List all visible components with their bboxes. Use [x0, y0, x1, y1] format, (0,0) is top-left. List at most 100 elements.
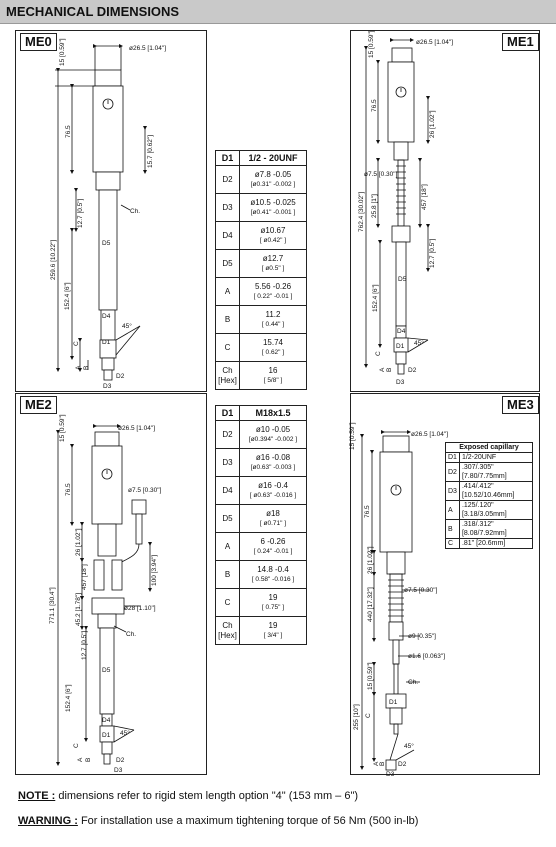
t1-val-imp: [ 5/8" ] — [263, 376, 283, 384]
t3-key: B — [445, 519, 460, 539]
me2-d5: D5 — [102, 667, 111, 674]
me3-dim-255: 255 [10"] — [353, 704, 360, 730]
me1-a: A — [379, 367, 386, 372]
me0-c: C — [73, 341, 80, 346]
me3-dim-765: 76.5 — [364, 505, 371, 518]
me1-d5: D5 — [398, 276, 407, 283]
t2-val-imp: [ 3/4" ] — [263, 631, 283, 639]
me1-dim-765: 76.5 — [371, 99, 378, 112]
warning: WARNING : For installation use a maximum… — [18, 815, 418, 827]
me1-drawing — [364, 38, 430, 375]
t3-key: D3 — [445, 481, 460, 501]
me1-dim-1524: 152.4 [6"] — [372, 284, 379, 312]
label-me1: ME1 — [502, 33, 539, 51]
t2-val-imp: [ ø0.63" -0.016 ] — [249, 491, 297, 499]
me2-b: B — [85, 758, 92, 762]
panel-me0 — [15, 30, 207, 392]
t1-key: B — [215, 305, 240, 334]
me1-d4: D4 — [397, 328, 406, 335]
t2-val: ø10 -0.05 — [255, 424, 291, 434]
section-title: MECHANICAL DIMENSIONS — [6, 4, 180, 19]
me0-d1: D1 — [102, 339, 111, 346]
t3-title: Exposed capillary — [445, 442, 533, 453]
panel-me3 — [350, 393, 540, 775]
t1-val: 15.74 — [262, 337, 284, 347]
t2-key: Ch [Hex] — [215, 616, 240, 645]
me3-c: C — [365, 713, 372, 718]
me2-dim-100: 100 [3.94"] — [151, 555, 158, 586]
me2-ch: Ch. — [126, 631, 136, 638]
me1-d1: D1 — [396, 343, 405, 350]
me3-d75: ø7.5 [0.30"] — [404, 587, 438, 594]
me0-dim-2596: 259.6 [10.22"] — [50, 240, 57, 280]
me2-d1: D1 — [102, 732, 111, 739]
me2-d2: D2 — [116, 757, 125, 764]
me3-dim-15b: 15 [0.59"] — [367, 662, 374, 690]
me1-dim-26: 26 [1.02"] — [429, 110, 436, 138]
me0-angle: 45° — [122, 322, 132, 330]
t2-val: 6 -0.26 — [260, 536, 286, 546]
t2-val-imp: [ø0.63" -0.003 ] — [250, 463, 296, 471]
t2-val: 19 — [268, 592, 278, 602]
t3-val: 1/2-20UNF — [458, 452, 534, 463]
me3-dim-26: 26 [1.02"] — [367, 546, 374, 574]
me0-a: A — [75, 365, 82, 370]
t3-val: .81" [20.6mm] — [458, 538, 534, 549]
warning-text: For installation use a maximum tightenin… — [77, 815, 419, 827]
t2-key: D3 — [215, 448, 240, 477]
me1-c: C — [375, 351, 382, 356]
t2-key: B — [215, 560, 240, 589]
t1-val-imp: [ ø0.42" ] — [259, 236, 287, 244]
t3-key: D2 — [445, 462, 460, 482]
warning-label: WARNING : — [18, 815, 78, 827]
t1-key: Ch [Hex] — [215, 361, 240, 390]
t1-val-imp: [ 0.62" ] — [261, 348, 285, 356]
t2-val-imp: [ 0.75" ] — [261, 603, 285, 611]
me1-dim-15: 15 [0.59"] — [368, 30, 375, 58]
t3-val: .318/.312" [8.08/7.92mm] — [458, 519, 534, 539]
me2-dim-771: 771.1 [30.4"] — [49, 587, 56, 624]
me1-d3: D3 — [396, 379, 405, 386]
t2-val: 19 — [268, 620, 278, 630]
t3-val: .414/.412" [10.52/10.46mm] — [458, 481, 534, 501]
t2-key: D5 — [215, 504, 240, 533]
me1-dim-127: 12.7 [0.5"] — [429, 238, 436, 268]
t1-key: D4 — [215, 221, 240, 250]
t3-key: C — [445, 538, 460, 549]
t1-val-imp: [ ø0.5" ] — [261, 264, 285, 272]
t2-key: C — [215, 588, 240, 617]
t2-val: 14.8 -0.4 — [257, 564, 289, 574]
me2-d28: ø28 [1.10"] — [124, 605, 156, 612]
me1-d2: D2 — [408, 367, 417, 374]
me2-dim-452: 45.2 [1.78"] — [75, 593, 82, 626]
me3-d16: ø1.6 [0.063"] — [408, 653, 445, 660]
me0-dim-157: 15.7 [0.62"] — [147, 135, 154, 168]
t2-val-imp: [ø0.394" -0.002 ] — [248, 435, 298, 443]
t1-val: 16 — [268, 365, 278, 375]
me0-b: B — [83, 366, 90, 370]
me3-angle: 45° — [404, 742, 414, 750]
t1-val: 5.56 -0.26 — [254, 281, 292, 291]
me2-d3: D3 — [114, 767, 123, 774]
me2-angle: 45° — [120, 729, 130, 737]
me2-dim-15: 15 [0.59"] — [59, 414, 66, 442]
t1-val: ø12.7 — [262, 253, 284, 263]
t1-head-key: D1 — [215, 150, 240, 166]
t2-val-imp: [ ø0.71" ] — [259, 519, 287, 527]
t1-key: C — [215, 333, 240, 362]
t2-key: D4 — [215, 476, 240, 505]
me0-dim-15: 15 [0.59"] — [59, 38, 66, 66]
me2-dim-26: 26 [1.02"] — [75, 528, 82, 556]
t1-val-imp: [ 0.44" ] — [261, 320, 285, 328]
me3-d1: D1 — [389, 699, 398, 706]
t3-val: .125/.120" [3.18/3.05mm] — [458, 500, 534, 520]
me1-d75: ø7.5 [0.30"] — [364, 171, 398, 178]
t2-head-val: M18x1.5 — [239, 405, 307, 421]
me1-dim-457: 457 [18"] — [421, 184, 428, 210]
t2-val-imp: [ 0.24" -0.01 ] — [253, 547, 293, 555]
me3-drawing — [360, 430, 430, 771]
me0-d4: D4 — [102, 313, 111, 320]
t2-val: ø16 -0.4 — [258, 480, 288, 490]
